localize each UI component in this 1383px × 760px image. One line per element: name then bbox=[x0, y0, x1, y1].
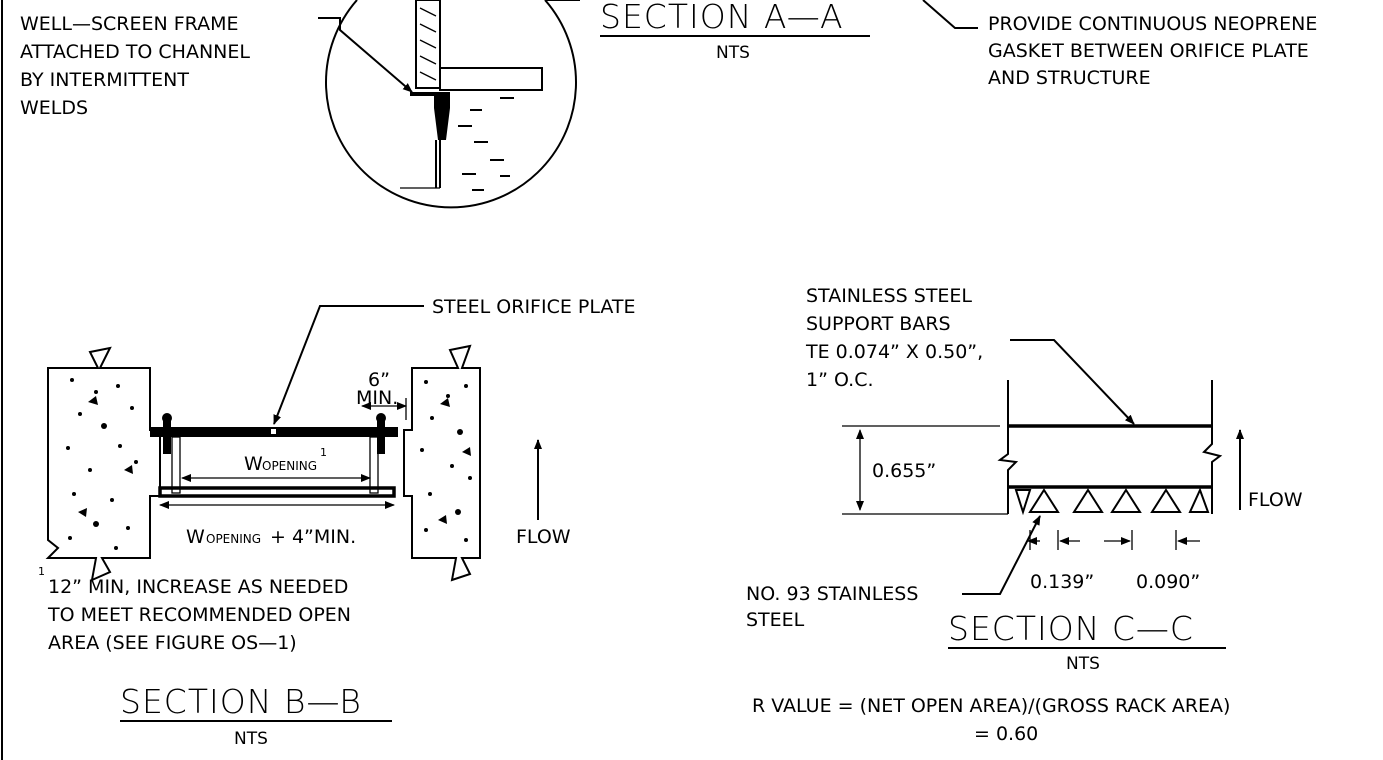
footnote: 1 12” MIN, INCREASE AS NEEDED TO MEET RE… bbox=[38, 565, 351, 654]
support-note: STAINLESS STEEL SUPPORT BARS TE 0.074” X… bbox=[805, 285, 983, 391]
wire-note-line: STEEL bbox=[746, 609, 805, 631]
six-inch-min-label: MIN. bbox=[356, 387, 398, 409]
frame-note: WELL—SCREEN FRAME ATTACHED TO CHANNEL BY… bbox=[20, 13, 250, 119]
section-a-title: SECTION A—A bbox=[600, 0, 844, 36]
orifice-plate-label: STEEL ORIFICE PLATE bbox=[432, 296, 636, 318]
w-total-rest: + 4”MIN. bbox=[270, 526, 356, 548]
support-leader bbox=[1010, 339, 1135, 425]
section-b-scale: NTS bbox=[234, 729, 268, 749]
section-c-scale: NTS bbox=[1066, 654, 1100, 674]
section-c-title: SECTION C—C bbox=[948, 609, 1194, 648]
height-label: 0.655” bbox=[872, 460, 936, 482]
wire-note-line: NO. 93 STAINLESS bbox=[746, 583, 918, 605]
spacing-label-2: 0.090” bbox=[1136, 571, 1200, 593]
gasket-note-line: AND STRUCTURE bbox=[988, 67, 1151, 89]
w-opening-label: W OPENING 1 bbox=[244, 446, 327, 475]
section-a-scale: NTS bbox=[716, 43, 750, 63]
water-marks bbox=[458, 97, 514, 191]
r-value-line-1: R VALUE = (NET OPEN AREA)/(GROSS RACK AR… bbox=[752, 695, 1230, 717]
frame-leader bbox=[318, 17, 413, 93]
well-screen-frame bbox=[415, 0, 441, 89]
wedge-wires bbox=[1014, 487, 1210, 516]
frame-note-line: ATTACHED TO CHANNEL bbox=[20, 41, 250, 63]
frame-note-line: WELL—SCREEN FRAME bbox=[20, 13, 239, 35]
anchor-bolts bbox=[162, 413, 386, 454]
r-value-line-2: = 0.60 bbox=[974, 723, 1038, 745]
frame-note-line: WELDS bbox=[20, 97, 88, 119]
w-total-label: W OPENING + 4”MIN. bbox=[186, 526, 356, 548]
footnote-mark: 1 bbox=[38, 565, 45, 578]
wire-note: NO. 93 STAINLESS STEEL bbox=[746, 583, 918, 631]
orifice-leader bbox=[273, 305, 424, 425]
section-b-detail bbox=[45, 305, 542, 582]
w-total-letter: W bbox=[186, 526, 205, 548]
support-note-line: STAINLESS STEEL bbox=[806, 285, 972, 307]
support-note-line: SUPPORT BARS bbox=[806, 313, 951, 335]
w-total-subscript: OPENING bbox=[206, 532, 261, 546]
hatched-plate bbox=[439, 67, 543, 91]
w-opening-letter: W bbox=[244, 453, 263, 475]
frame-note-line: BY INTERMITTENT bbox=[20, 69, 189, 91]
right-concrete-wall bbox=[403, 344, 481, 582]
gasket-note-line: PROVIDE CONTINUOUS NEOPRENE bbox=[988, 13, 1317, 35]
flow-label-b: FLOW bbox=[516, 526, 571, 548]
wire-leader bbox=[962, 515, 1041, 595]
footnote-line: 12” MIN, INCREASE AS NEEDED bbox=[48, 576, 348, 598]
gasket-note-line: GASKET BETWEEN ORIFICE PLATE bbox=[988, 40, 1309, 62]
w-opening-subscript: OPENING bbox=[262, 459, 317, 473]
six-inch-label: 6” bbox=[368, 369, 390, 391]
concrete-aggregate bbox=[66, 378, 472, 550]
section-c-detail bbox=[842, 339, 1244, 595]
break-line-left bbox=[997, 380, 1019, 514]
section-b-title: SECTION B—B bbox=[120, 682, 362, 721]
bottom-screen bbox=[158, 486, 396, 498]
support-note-line: TE 0.074” X 0.50”, bbox=[805, 341, 983, 363]
support-note-line: 1” O.C. bbox=[806, 369, 874, 391]
spacing-label-1: 0.139” bbox=[1030, 571, 1094, 593]
break-line-right bbox=[1202, 380, 1223, 514]
detail-circle bbox=[325, 0, 577, 209]
gasket-leader bbox=[922, 0, 978, 29]
footnote-line: AREA (SEE FIGURE OS—1) bbox=[48, 632, 297, 654]
left-concrete-wall bbox=[45, 346, 161, 582]
flow-label-c: FLOW bbox=[1248, 489, 1303, 511]
w-opening-footnote-mark: 1 bbox=[320, 446, 327, 459]
gasket-note: PROVIDE CONTINUOUS NEOPRENE GASKET BETWE… bbox=[988, 13, 1317, 89]
footnote-line: TO MEET RECOMMENDED OPEN bbox=[47, 604, 351, 626]
section-a-detail bbox=[318, 0, 978, 209]
